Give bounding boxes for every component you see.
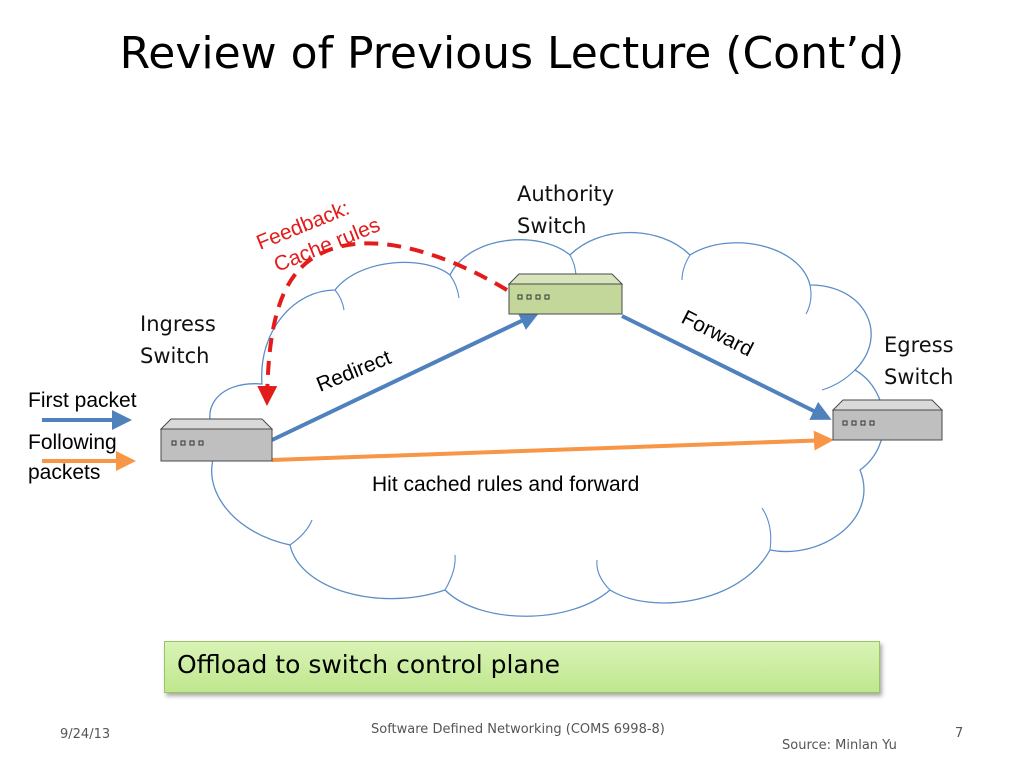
egress-switch-label: Egress Switch (884, 333, 954, 389)
authority-switch (507, 273, 624, 315)
footer-course: Software Defined Networking (COMS 6998-8… (371, 722, 665, 737)
following-packets-label: Following packets (28, 431, 117, 484)
authority-switch-label: Authority Switch (517, 182, 615, 238)
port-icons (171, 440, 204, 446)
first-packet-label: First packet (28, 389, 137, 412)
callout-text: Offload to switch control plane (177, 650, 561, 679)
footer-date: 9/24/13 (60, 727, 111, 742)
egress-switch (831, 399, 944, 441)
footer-source: Source: Minlan Yu (782, 738, 897, 753)
cached-forward-arrow (271, 430, 834, 462)
footer-page-number: 7 (955, 726, 964, 741)
ingress-switch-label: Ingress Switch (140, 312, 216, 368)
network-cloud (209, 231, 885, 617)
callout-box: Offload to switch control plane (164, 641, 880, 693)
redirect-arrow (271, 311, 540, 442)
port-icons (517, 294, 550, 300)
hit-cached-label: Hit cached rules and forward (372, 473, 640, 496)
feedback-arrow (257, 241, 509, 406)
slide-title: Review of Previous Lecture (Cont’d) (119, 28, 905, 79)
feedback-label: Feedback: Cache rules (253, 197, 383, 277)
port-icons (842, 420, 875, 426)
ingress-switch (159, 418, 274, 462)
forward-arrow (621, 314, 832, 420)
